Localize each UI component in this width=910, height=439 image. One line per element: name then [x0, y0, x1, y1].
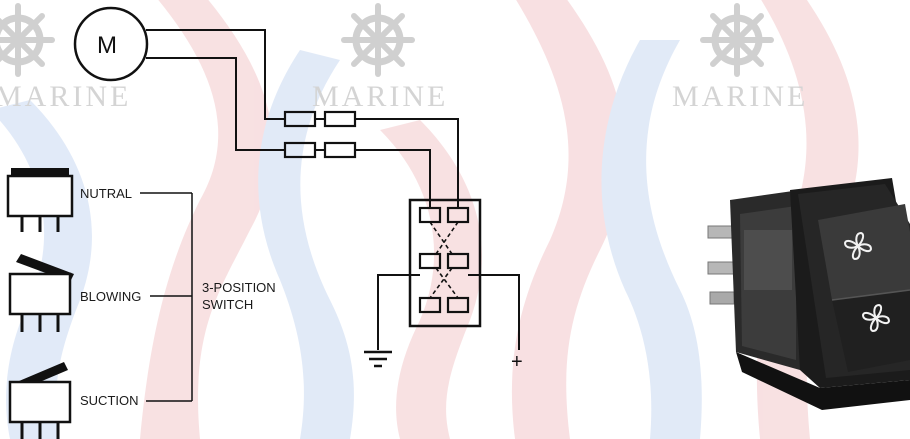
rocker-switch-photo: [707, 178, 910, 410]
position-label-nutral: NUTRAL: [80, 186, 132, 201]
motor-wire-upper: [146, 29, 285, 120]
connector-lower-right: [323, 141, 357, 159]
switch-terminal: [418, 252, 442, 270]
position-label-suction: SUCTION: [80, 393, 139, 408]
positive-terminal-label: +: [511, 351, 523, 373]
switch-position-suction-icon: [8, 362, 72, 439]
connector-upper-right: [323, 110, 357, 128]
ship-wheel-icon: [0, 6, 52, 74]
position-bracket: [140, 192, 193, 402]
watermark-text: MARINE: [312, 80, 448, 113]
switch-title-line1: 3-POSITION: [202, 280, 276, 295]
position-label-blowing: BLOWING: [80, 289, 141, 304]
watermark-text: MARINE: [672, 80, 808, 113]
ship-wheel-icon: [703, 6, 771, 74]
motor-wire-lower: [146, 57, 285, 151]
switch-internal-links: [429, 221, 459, 299]
motor-symbol: [73, 6, 149, 82]
positive-wire: [468, 274, 520, 350]
switch-body: [408, 198, 482, 328]
switch-title-line2: SWITCH: [202, 297, 253, 312]
switch-position-nutral-icon: [6, 168, 74, 232]
watermark-text: MARINE: [0, 80, 131, 113]
ground-wire: [377, 274, 420, 350]
wire-to-switch-left: [355, 149, 431, 208]
wiring-circuit: [73, 6, 520, 350]
motor-label: M: [97, 32, 117, 59]
ground-icon: [364, 350, 392, 368]
ship-wheel-icon: [344, 6, 412, 74]
switch-position-blowing-icon: [8, 254, 74, 332]
switch-terminal: [446, 252, 470, 270]
wire-to-switch-right: [355, 118, 459, 208]
watermark-background: MARINE MARINE MARINE: [0, 0, 859, 439]
